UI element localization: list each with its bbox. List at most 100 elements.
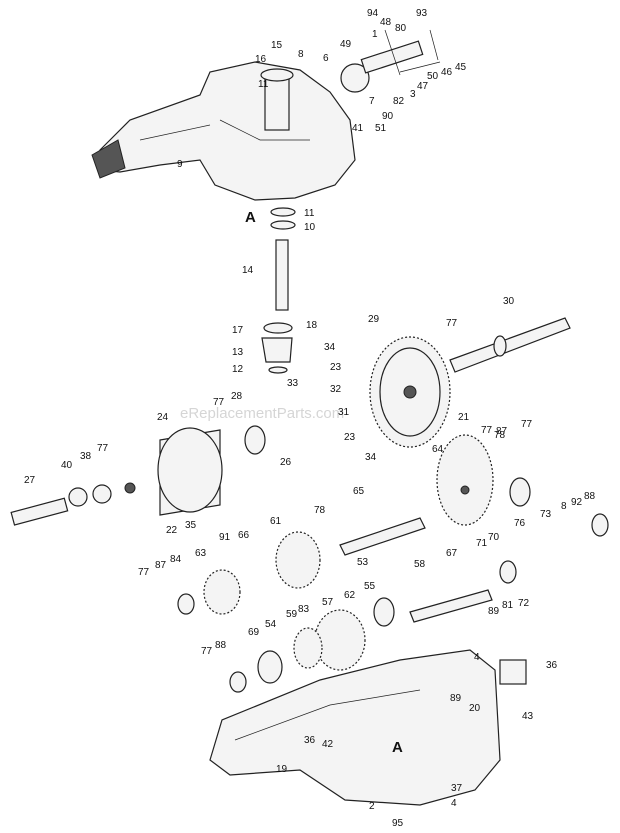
callout-label: 77 — [201, 646, 213, 657]
callout-label: 36 — [304, 735, 316, 746]
callout-label: 21 — [458, 412, 470, 423]
callout-label: 46 — [441, 67, 453, 78]
middle-gears — [177, 434, 609, 693]
callout-label: 78 — [314, 505, 326, 516]
callout-label: 7 — [369, 96, 375, 107]
callout-label: 10 — [304, 222, 316, 233]
ring-gear-axle — [369, 317, 571, 448]
assembly-mark-a-lower: A — [392, 739, 403, 756]
upper-housing — [91, 61, 370, 201]
callout-label: 4 — [451, 798, 457, 809]
callout-label: 42 — [322, 739, 334, 750]
callout-label: 58 — [414, 559, 426, 570]
callout-label: 76 — [514, 518, 526, 529]
callout-label: 33 — [287, 378, 299, 389]
callout-label: 77 — [481, 425, 493, 436]
callout-label: 62 — [344, 590, 356, 601]
callout-label: 78 — [494, 430, 506, 441]
callout-label: 18 — [306, 320, 318, 331]
callout-label: 6 — [323, 53, 329, 64]
callout-label: 3 — [410, 89, 416, 100]
callout-label: 57 — [322, 597, 334, 608]
callout-label: 23 — [344, 432, 356, 443]
callout-label: 23 — [330, 362, 342, 373]
callout-label: 77 — [446, 318, 458, 329]
callout-label: 94 — [367, 8, 379, 19]
callout-label: 54 — [265, 619, 277, 630]
callout-label: 32 — [330, 384, 342, 395]
callout-label: 20 — [469, 703, 481, 714]
callout-label: 36 — [546, 660, 558, 671]
callout-label: 17 — [232, 325, 244, 336]
callout-label: 12 — [232, 364, 244, 375]
callout-label: 28 — [231, 391, 243, 402]
callout-label: 64 — [432, 444, 444, 455]
callout-label: 66 — [238, 530, 250, 541]
callout-label: 80 — [395, 23, 407, 34]
callout-label: 40 — [61, 460, 73, 471]
callout-label: 77 — [138, 567, 150, 578]
diff-case-left-axle — [10, 425, 266, 526]
callout-label: 24 — [157, 412, 169, 423]
callout-label: 1 — [372, 29, 378, 40]
callout-label: 35 — [185, 520, 197, 531]
callout-label: 77 — [97, 443, 109, 454]
callout-label: 88 — [584, 491, 596, 502]
callout-label: 13 — [232, 347, 244, 358]
callout-label: 47 — [417, 81, 429, 92]
callout-label: 4 — [474, 652, 480, 663]
callout-label: 92 — [571, 497, 583, 508]
callout-label: 95 — [392, 818, 404, 829]
callout-label: 49 — [340, 39, 352, 50]
callout-label: 91 — [219, 532, 231, 543]
callout-label: 61 — [270, 516, 282, 527]
callout-label: 77 — [521, 419, 533, 430]
callout-label: 45 — [455, 62, 467, 73]
callout-label: 87 — [496, 426, 508, 437]
callout-label: 65 — [353, 486, 365, 497]
callout-label: 69 — [248, 627, 260, 638]
callout-label: 72 — [518, 598, 530, 609]
assembly-mark-a-upper: A — [245, 209, 256, 226]
callout-label: 37 — [451, 783, 463, 794]
callout-label: 8 — [298, 49, 304, 60]
callout-label: 19 — [276, 764, 288, 775]
vertical-shaft — [261, 207, 296, 374]
callout-label: 41 — [352, 123, 364, 134]
callout-label: 77 — [213, 397, 225, 408]
callout-label: 71 — [476, 538, 488, 549]
callout-label: 22 — [166, 525, 178, 536]
callout-label: 59 — [286, 609, 298, 620]
callout-label: 2 — [369, 801, 375, 812]
callout-label: 89 — [488, 606, 500, 617]
callout-label: 14 — [242, 265, 254, 276]
callout-label: 93 — [416, 8, 428, 19]
callout-label: 31 — [338, 407, 350, 418]
callout-label: 43 — [522, 711, 534, 722]
callout-labels: 15 8 16 11 6 94 48 80 93 49 1 82 3 47 50… — [24, 8, 596, 829]
callout-label: 67 — [446, 548, 458, 559]
callout-label: 11 — [304, 208, 315, 219]
callout-label: 70 — [488, 532, 500, 543]
callout-label: 83 — [298, 604, 310, 615]
callout-label: 30 — [503, 296, 515, 307]
callout-label: 53 — [357, 557, 369, 568]
callout-label: 9 — [177, 159, 183, 170]
callout-label: 89 — [450, 693, 462, 704]
callout-label: 11 — [258, 79, 269, 90]
callout-label: 38 — [80, 451, 92, 462]
callout-label: 26 — [280, 457, 292, 468]
callout-label: 84 — [170, 554, 182, 565]
callout-label: 34 — [324, 342, 336, 353]
callout-label: 73 — [540, 509, 552, 520]
callout-label: 34 — [365, 452, 377, 463]
callout-label: 27 — [24, 475, 36, 486]
callout-label: 16 — [255, 54, 267, 65]
lower-housing — [209, 649, 527, 806]
shift-linkage — [360, 29, 441, 76]
callout-label: 90 — [382, 111, 394, 122]
callout-label: 29 — [368, 314, 380, 325]
watermark: eReplacementParts.com — [180, 405, 344, 422]
callout-label: 8 — [561, 501, 567, 512]
